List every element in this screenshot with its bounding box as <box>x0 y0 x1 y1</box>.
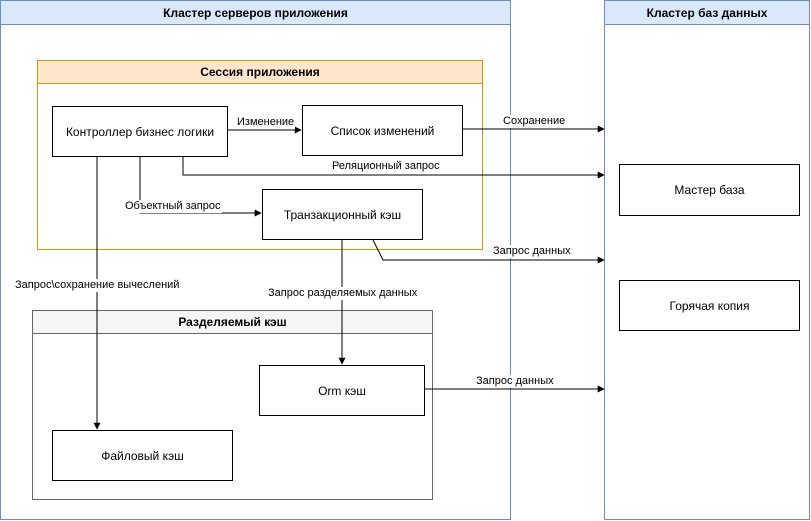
app-cluster-title: Кластер серверов приложения <box>1 1 510 25</box>
label-data-query-2: Запрос данных <box>475 375 555 388</box>
label-shared-data-query: Запрос разделяемых данных <box>267 287 419 300</box>
shared-cache-group-title: Разделяемый кэш <box>33 311 432 334</box>
label-object-query: Объектный запрос <box>124 200 222 213</box>
file-cache-node: Файловый кэш <box>52 430 233 481</box>
edge-relational-query <box>182 157 605 179</box>
label-change: Изменение <box>236 116 296 129</box>
hot-copy-node: Горячая копия <box>619 280 800 331</box>
master-db-node: Мастер база <box>619 164 800 216</box>
db-cluster-title: Кластер баз данных <box>605 1 809 25</box>
change-list-node: Список изменений <box>302 105 463 156</box>
label-save: Сохранение <box>502 115 567 128</box>
controller-node: Контроллер бизнес логики <box>52 106 228 157</box>
label-data-query-1: Запрос данных <box>492 245 572 258</box>
edge-data-query-1 <box>372 239 605 264</box>
label-compute-query: Запрос\сохранение вычеслений <box>14 279 181 292</box>
transaction-cache-node: Транзакционный кэш <box>262 189 423 240</box>
label-relational-query: Реляционный запрос <box>331 160 441 173</box>
session-group: Сессия приложения <box>37 60 483 250</box>
orm-cache-node: Orm кэш <box>259 365 425 416</box>
session-group-title: Сессия приложения <box>38 61 482 84</box>
edge-object-query <box>139 157 262 217</box>
shared-cache-group: Разделяемый кэш <box>32 310 433 500</box>
